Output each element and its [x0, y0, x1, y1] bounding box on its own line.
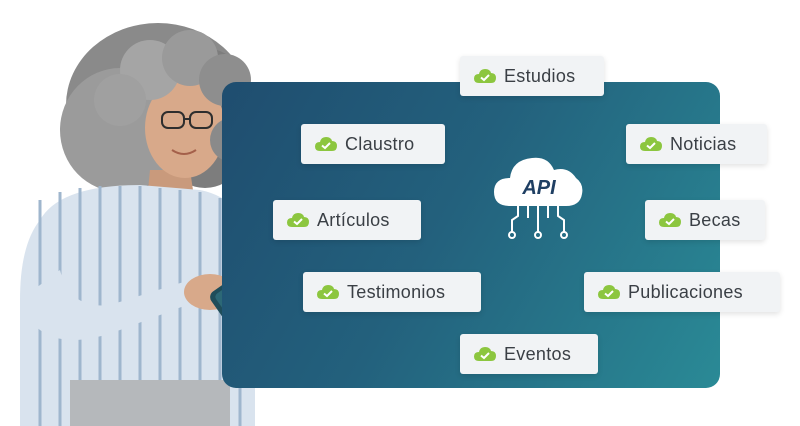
cloud-check-icon — [474, 68, 496, 84]
tag-publicaciones: Publicaciones — [584, 272, 780, 312]
cloud-check-icon — [640, 136, 662, 152]
tag-label: Artículos — [317, 209, 390, 230]
tag-label: Publicaciones — [628, 281, 743, 302]
tag-label: Noticias — [670, 133, 737, 154]
tag-testimonios: Testimonios — [303, 272, 481, 312]
cloud-check-icon — [474, 346, 496, 362]
cloud-check-icon — [659, 212, 681, 228]
tag-label: Estudios — [504, 65, 576, 86]
tag-becas: Becas — [645, 200, 765, 240]
api-label: API — [521, 177, 556, 199]
tag-label: Claustro — [345, 133, 415, 154]
tag-label: Testimonios — [347, 281, 446, 302]
tag-label: Eventos — [504, 343, 572, 364]
api-cloud-icon: API — [494, 157, 583, 239]
cloud-check-icon — [315, 136, 337, 152]
tag-estudios: Estudios — [460, 56, 604, 96]
tag-noticias: Noticias — [626, 124, 767, 164]
cloud-check-icon — [598, 284, 620, 300]
tag-claustro: Claustro — [301, 124, 445, 164]
tag-label: Becas — [689, 209, 741, 230]
cloud-check-icon — [287, 212, 309, 228]
tag-articulos: Artículos — [273, 200, 421, 240]
tag-eventos: Eventos — [460, 334, 598, 374]
cloud-check-icon — [317, 284, 339, 300]
